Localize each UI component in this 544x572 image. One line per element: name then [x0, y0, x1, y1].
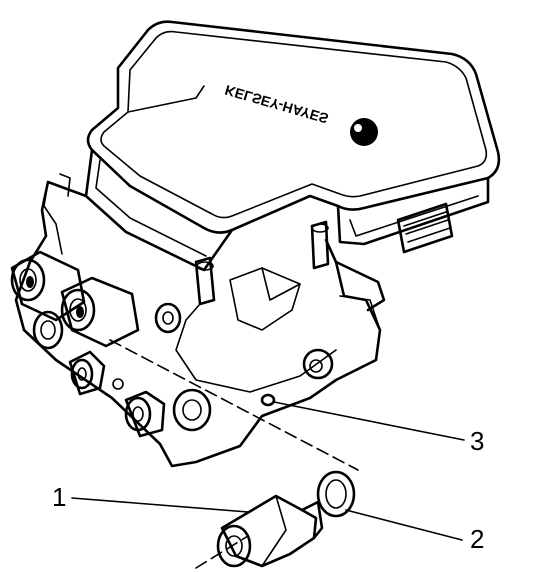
- brand-emblem-icon: [350, 118, 378, 146]
- assembly-axis-line: [109, 339, 359, 471]
- callout-1: 1: [52, 482, 249, 513]
- callout-label-2: 2: [470, 524, 484, 554]
- fitting-bottom-right: [172, 388, 212, 432]
- fitting-lower-left: [32, 310, 64, 350]
- mounting-bolt-right: [310, 220, 330, 270]
- leader-line-1: [71, 497, 249, 513]
- assembly-axis-line-lower: [195, 535, 249, 569]
- brand-logo: KELSEY-HAYES: [223, 82, 378, 146]
- leader-line-3: [273, 401, 465, 441]
- brand-text: KELSEY-HAYES: [223, 82, 330, 127]
- callout-3: 3: [273, 401, 484, 456]
- fitting-bottom-left: [124, 390, 166, 438]
- callout-2: 2: [345, 509, 484, 554]
- right-port: [302, 348, 334, 380]
- fitting-middle: [68, 350, 106, 396]
- hydraulic-modulator-block: [14, 173, 386, 468]
- front-port: [154, 302, 182, 334]
- mounting-bolt-left: [194, 256, 216, 306]
- control-unit-cover: [84, 20, 501, 272]
- check-valve-bore: [260, 393, 276, 407]
- leader-line-2: [345, 509, 463, 541]
- check-valve-fitting: [216, 494, 324, 568]
- brake-line-fittings: [10, 250, 212, 438]
- callout-label-1: 1: [52, 482, 66, 512]
- callout-label-3: 3: [470, 426, 484, 456]
- o-ring-seal: [316, 470, 356, 518]
- fitting-upper-right: [60, 276, 140, 348]
- electrical-connector: [396, 202, 454, 254]
